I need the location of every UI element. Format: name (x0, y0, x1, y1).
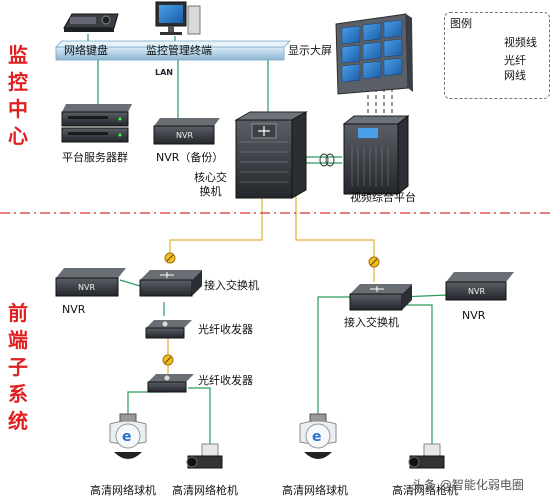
label-nvr-left: NVR (62, 303, 86, 316)
section-char: 前 (8, 301, 28, 325)
computer-icon (155, 1, 201, 35)
section-monitor-center: 监 控 中 心 (6, 42, 30, 150)
transceiver-top-icon (145, 320, 192, 339)
dome-camera-left-icon: e (109, 413, 147, 459)
label-dome-right: 高清网络球机 (282, 484, 348, 497)
legend-fiber: 光纤 (504, 54, 526, 67)
fiber-core-right (295, 192, 375, 282)
section-char: 心 (8, 124, 28, 148)
legend-title: 图例 (450, 17, 472, 30)
section-char: 统 (8, 409, 28, 433)
label-server-group: 平台服务器群 (62, 151, 128, 164)
label-access-switch-left: 接入交换机 (204, 279, 259, 292)
cable-transceiver-gun-left (188, 387, 211, 446)
label-nvr-backup: NVR（备份） (156, 151, 224, 164)
transceiver-bottom-icon (147, 374, 194, 393)
section-char: 子 (8, 355, 28, 379)
gun-camera-left-icon (186, 443, 223, 469)
fiber-connector-icons (162, 252, 380, 366)
label-dome-left: 高清网络球机 (90, 484, 156, 497)
label-transceiver-bottom: 光纤收发器 (198, 374, 253, 387)
label-access-switch-right: 接入交换机 (344, 316, 399, 329)
label-keyboard: 网络键盘 (64, 44, 108, 57)
dome-camera-right-icon: e (299, 413, 337, 459)
fiber-connector-icon (164, 252, 176, 264)
nvr-mark: NVR (468, 287, 485, 296)
legend-network: 网线 (504, 69, 526, 82)
cable-switch-dome-right (317, 296, 350, 418)
section-char: 中 (8, 97, 28, 121)
keyboard-icon (63, 13, 119, 32)
network-cables (87, 34, 449, 446)
access-switch-left-icon (139, 270, 202, 297)
lan-bar (55, 40, 291, 61)
link-aggregation-icon (319, 153, 329, 167)
access-switch-right-icon (349, 284, 412, 311)
nvr-backup-icon: NVR (153, 118, 220, 145)
lan-label: LAN (155, 68, 173, 77)
label-mgmt-terminal: 监控管理终端 (146, 44, 212, 57)
nvr-mark: NVR (176, 131, 193, 140)
section-char: 端 (8, 328, 28, 352)
cable-nvr-left-switch (119, 279, 142, 287)
video-platform-icon (342, 114, 410, 196)
video-cables (367, 88, 393, 116)
fiber-connector-icon (162, 354, 174, 366)
legend-video-line: 视频线 (504, 36, 537, 49)
label-core-switch: 核心交 换机 (194, 171, 227, 198)
label-nvr-right: NVR (462, 309, 486, 322)
nvr-left-icon: NVR (55, 268, 126, 297)
core-switch-icon (234, 111, 308, 199)
fiber-connector-icon (368, 256, 380, 268)
watermark: 头条 @智能化弱电圈 (412, 478, 524, 492)
label-transceiver-top: 光纤收发器 (198, 323, 253, 336)
cable-switch-gun-right (396, 304, 433, 444)
section-char: 系 (8, 382, 28, 406)
gun-camera-right-icon (408, 443, 445, 469)
section-char: 监 (8, 43, 28, 67)
section-char: 控 (8, 70, 28, 94)
legend (444, 12, 550, 99)
dome-logo: e (122, 429, 132, 445)
dome-logo: e (312, 429, 322, 445)
server-group-icon (61, 104, 132, 143)
label-big-screen: 显示大屏 (288, 44, 332, 57)
nvr-right-icon: NVR (445, 272, 514, 301)
label-video-platform: 视频综合平台 (350, 191, 416, 204)
video-wall-icon (335, 13, 413, 95)
section-frontend: 前 端 子 系 统 (6, 300, 30, 435)
nvr-mark: NVR (78, 283, 95, 292)
fiber-core-left (169, 192, 263, 262)
label-gun-right: 高清网络枪机 (392, 484, 458, 497)
label-gun-left: 高清网络枪机 (172, 484, 238, 497)
